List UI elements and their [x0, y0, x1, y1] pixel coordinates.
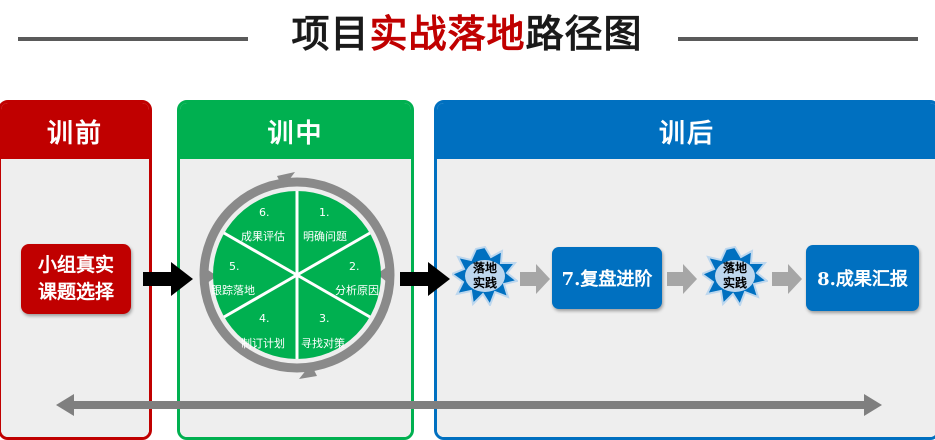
- gray-arrow-3-icon: [772, 264, 802, 294]
- practice-badge-2: 落地 实践: [699, 245, 770, 308]
- title-prefix: 项目: [291, 12, 370, 56]
- timeline-double-arrow-icon: [56, 394, 882, 416]
- step-3-label: 寻找对策: [301, 336, 345, 350]
- cycle-arrowhead-left-icon: [203, 268, 217, 286]
- title-rule-right: [678, 37, 918, 41]
- practice-burst-1-icon: [449, 245, 520, 308]
- step-6-num: 6.: [259, 206, 270, 219]
- topic-selection-line2: 课题选择: [37, 281, 114, 303]
- step-5-label: 跟踪落地: [211, 283, 255, 297]
- step-5-num: 5.: [229, 260, 240, 273]
- step-1-num: 1.: [319, 206, 330, 219]
- gray-arrow-2-icon: [667, 264, 697, 294]
- step-4-label: 制订计划: [241, 337, 285, 350]
- practice-badge-1: 落地 实践: [449, 245, 520, 308]
- page-title: 项目实战落地路径图: [262, 8, 672, 60]
- title-rule-left: [18, 37, 248, 41]
- step-3-num: 3.: [319, 312, 330, 325]
- cycle-arrowhead-top-icon: [277, 172, 295, 188]
- stage-report-box: 8.成果汇报: [806, 245, 919, 311]
- topic-selection-line1: 小组真实: [37, 254, 114, 276]
- cycle-ring: [199, 177, 395, 373]
- cycle-arrowhead-bottom-icon: [299, 364, 317, 379]
- step-2-label: 分析原因: [335, 283, 379, 297]
- title-suffix: 路径图: [525, 12, 643, 56]
- cycle-spokes: [223, 191, 371, 359]
- stage-review-box: 7.复盘进阶: [552, 247, 662, 309]
- step-4-num: 4.: [259, 312, 270, 325]
- practice-burst-2-icon: [699, 245, 770, 308]
- phase-after-title: 训后: [437, 103, 935, 159]
- phase-before-title: 训前: [1, 103, 149, 159]
- step-2-num: 2.: [349, 260, 360, 273]
- practice-1-line1: 落地: [472, 261, 497, 275]
- topic-selection-box: 小组真实 课题选择: [21, 244, 131, 314]
- practice-2-line1: 落地: [722, 261, 747, 275]
- six-step-cycle: 1. 明确问题 2. 分析原因 3. 寻找对策 4. 制订计划 5. 跟踪落地 …: [199, 172, 395, 379]
- arrow-to-during-icon: [143, 262, 193, 296]
- step-1-label: 明确问题: [303, 230, 347, 243]
- step-6-label: 成果评估: [241, 230, 285, 243]
- cycle-arrowhead-right-icon: [377, 264, 391, 282]
- practice-2-line2: 实践: [722, 276, 747, 290]
- phase-during-title: 训中: [180, 103, 411, 159]
- arrow-to-after-icon: [400, 262, 450, 296]
- practice-1-line2: 实践: [472, 276, 497, 290]
- gray-arrow-1-icon: [520, 264, 550, 294]
- title-highlight: 实战落地: [369, 12, 526, 56]
